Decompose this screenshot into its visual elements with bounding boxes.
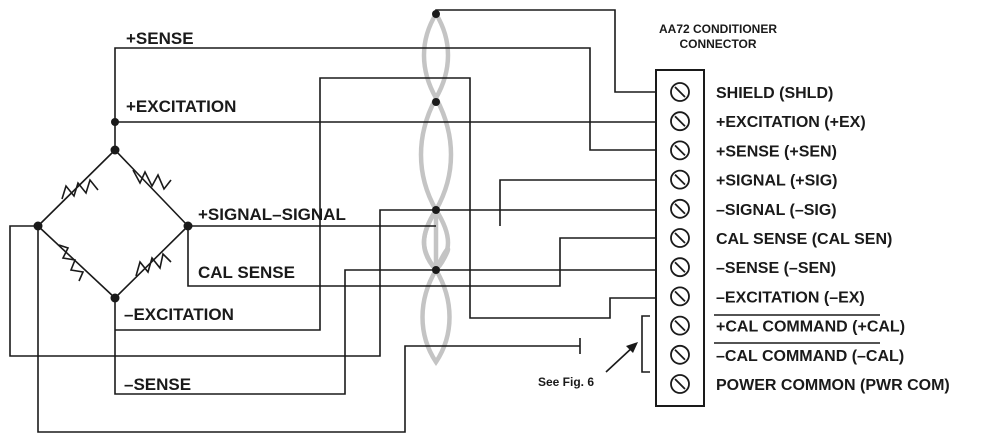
terminal-label: SHIELD (SHLD) [716,85,833,102]
screw-slot [674,290,686,303]
terminal-block: SHIELD (SHLD) +EXCITATION (+EX) +SENSE (+S… [641,69,950,407]
header-line-1: AA72 CONDITIONER [659,22,777,36]
terminal-label: –SENSE (–SEN) [716,260,836,277]
terminal-screws [670,82,690,394]
resistor-icon [132,169,172,191]
terminal-label: +SENSE (+SEN) [716,143,837,160]
fig6-note: See Fig. 6 [538,342,638,389]
screw-slot [674,349,686,361]
twisted-shield-cable [418,9,454,367]
see-fig-6-note: See Fig. 6 [538,375,594,389]
screw-slot [674,319,686,332]
wire-labels: +SENSE +EXCITATION +SIGNAL–SIGNAL CAL SE… [124,29,346,394]
terminal-label: –SIGNAL (–SIG) [716,202,837,219]
label-signal-pair: +SIGNAL–SIGNAL [198,205,346,224]
label-minus-excitation: –EXCITATION [124,305,234,324]
resistor-icon [61,178,99,200]
terminal-label: –EXCITATION (–EX) [716,289,865,306]
junction-dots [33,10,440,303]
terminal-label: CAL SENSE (CAL SEN) [716,231,892,248]
bridge [37,149,189,299]
header-line-2: CONNECTOR [679,37,756,51]
screw-slot [674,86,686,98]
screw-slot [674,115,686,127]
terminal-label: +SIGNAL (+SIG) [716,173,838,190]
screw-slot [674,173,686,186]
terminal-label: +EXCITATION (+EX) [716,114,866,131]
pointer-arrow-icon [626,342,638,353]
wires [9,9,668,433]
terminal-label: –CAL COMMAND (–CAL) [716,348,904,365]
label-plus-sense: +SENSE [126,29,194,48]
screw-slot [674,232,686,244]
screw-slot [674,378,686,390]
screw-slot [674,203,686,215]
terminal-label: +CAL COMMAND (+CAL) [716,319,905,336]
screw-slot [674,144,686,157]
label-plus-excitation: +EXCITATION [126,97,236,116]
connector-header: AA72 CONDITIONER CONNECTOR [659,22,777,51]
label-cal-sense: CAL SENSE [198,263,295,282]
screw-slot [674,261,686,273]
terminal-label: POWER COMMON (PWR COM) [716,377,950,394]
resistor-icon [58,244,85,282]
terminal-labels: SHIELD (SHLD) +EXCITATION (+EX) +SENSE (+S… [716,85,950,394]
resistor-icon [135,252,172,277]
label-minus-sense: –SENSE [124,375,191,394]
